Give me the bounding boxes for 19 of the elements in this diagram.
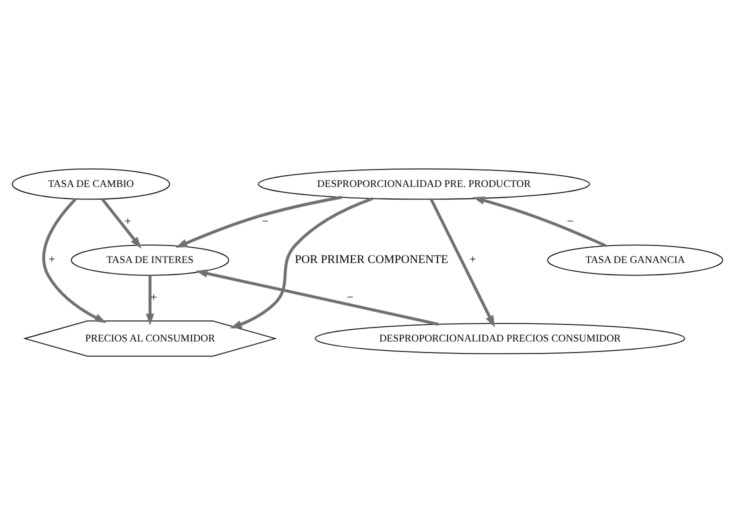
- edge-label: −: [346, 290, 354, 304]
- edge-label: POR PRIMER COMPONENTE: [294, 252, 448, 266]
- edge-label: −: [566, 214, 574, 228]
- node-ellipse: TASA DE CAMBIO: [12, 168, 170, 200]
- node-ellipse: TASA DE GANANCIA: [547, 244, 724, 276]
- node-ellipse: TASA DE INTERES: [70, 244, 230, 276]
- edge-label: −: [262, 214, 269, 228]
- edge-label: +: [48, 252, 56, 266]
- node-ellipse: DESPROPORCIONALIDAD PRECIOS CONSUMIDOR: [314, 322, 686, 354]
- arrow: [472, 196, 607, 248]
- node-ellipse: DESPROPORCIONALIDAD PRE. PRODUCTOR: [258, 168, 590, 200]
- edge-label: +: [124, 214, 132, 228]
- arrow: [230, 197, 374, 328]
- arrow: [196, 269, 439, 326]
- arrow: [430, 198, 495, 328]
- arrow: [175, 196, 342, 248]
- arrow: [42, 198, 106, 324]
- edge-label: +: [469, 252, 476, 266]
- arrow: [101, 198, 142, 249]
